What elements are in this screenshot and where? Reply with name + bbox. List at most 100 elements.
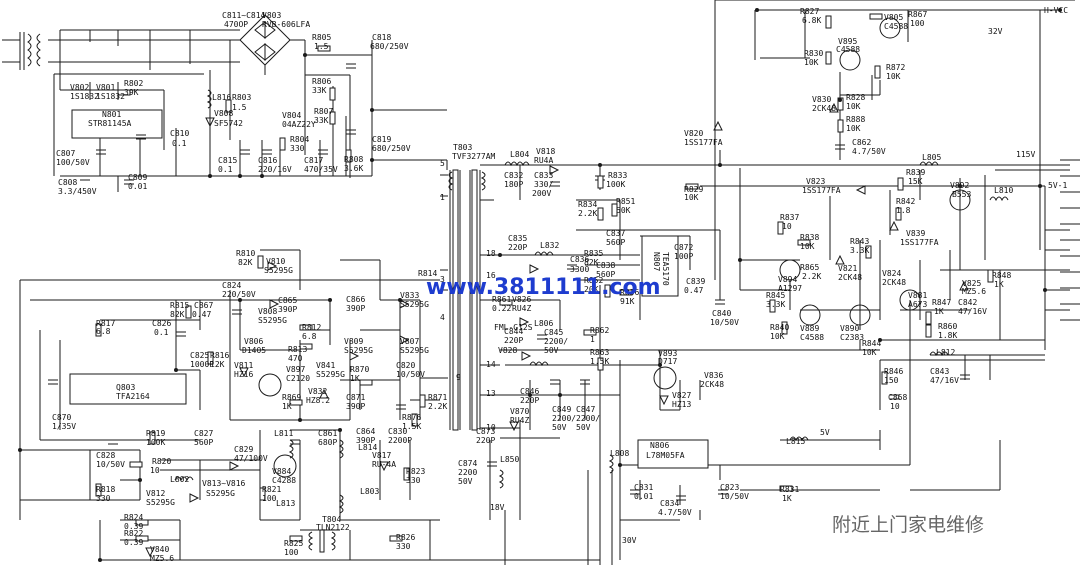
component-label-10-242: 10 [890,402,900,411]
component-label-3300-101: 3300 [570,265,589,274]
n807-part: TEA5170 [661,252,670,286]
component-label-ru-4a-271: RU-4A [372,460,396,469]
component-label-r840-136: R840 [770,323,789,332]
component-label-1k-129: 1K [994,280,1004,289]
t803-ref: T803 [453,143,472,152]
q803-ref: Q803 [116,383,135,392]
component-label-50v-260: 50V [458,477,473,486]
component-label-c833-72: C833 [534,171,553,180]
component-label-v807-186: V807 [400,337,419,346]
component-label-0-39-292: 0.39 [124,522,143,531]
q803-ic [69,373,187,405]
component-label-c807-29: C807 [56,149,75,158]
pin-18: 18 [486,249,496,258]
component-label-r829-77: R829 [684,185,703,194]
component-label-1s1832-11: 1S1832 [96,92,125,101]
component-label-b553-85: B553 [952,190,971,199]
t804-core [319,529,325,553]
component-label-r808-43: R808 [344,155,363,164]
component-label-12k-171: 12K [210,360,225,369]
component-label-r838-110: R838 [800,233,819,242]
pin-16: 16 [486,271,496,280]
component-label-r819-208: R819 [146,429,165,438]
n806-part: L78M05FA [646,451,685,460]
component-label-r851-89: R851 [616,197,635,206]
component-label-c838-106: C838 [596,261,615,270]
rail-115v: 115V [1016,150,1035,159]
component-label-470-183: 470 [288,354,303,363]
component-label-c835-97: C835 [508,234,527,243]
component-label-l813-286: L813 [276,499,295,508]
component-label-1-8-92: 1.8 [896,206,911,215]
component-label-r869-198: R869 [282,393,301,402]
component-label-390p-266: 390P [356,436,375,445]
component-label-c2120-191: C2120 [286,374,310,383]
component-label-470-35v-40: 470/35V [304,165,338,174]
component-label-r822-293: R822 [124,529,143,538]
component-label-390p-175: 390P [346,304,365,313]
component-label-l808-301: L808 [610,449,629,458]
component-label-c843-244: C843 [930,367,949,376]
component-label-390p-203: 390P [346,402,365,411]
component-label-0-01-304: 0.01 [634,492,653,501]
component-label-s5295g-290: S5295G [146,498,175,507]
component-label-560p-107: 560P [596,270,615,279]
component-label-2ck48-234: 2CK48 [700,380,724,389]
component-label-r839-82: R839 [906,168,925,177]
component-label-c824-156: C824 [222,281,241,290]
component-label-r824-291: R824 [124,513,143,522]
pin-1: 1 [440,193,445,202]
component-label-v825-130: V825 [962,279,981,288]
component-label-hz8-2-201: HZ8.2 [306,396,330,405]
component-label-r833-75: R833 [608,171,627,180]
pin-4: 4 [440,313,445,322]
component-label-c816-37: C816 [258,156,277,165]
component-label-560p-105: 560P [606,238,625,247]
component-label-1-5-5: 1.5 [314,42,329,51]
resistors [95,13,994,542]
rail-32v: 32V [988,27,1003,36]
component-label-330-300: 330 [396,542,411,551]
component-label-v881-142: V881 [908,291,927,300]
component-label-0-1-28: 0.1 [172,139,187,148]
component-label-v895-53: V895 [838,37,857,46]
component-label-l803-274: L803 [360,487,379,496]
component-label-v870-254: V870 [510,407,529,416]
component-label-r803-19: R803 [232,93,251,102]
component-label-4-7-50v-306: 4.7/50V [658,508,692,517]
component-label-l812-243: L812 [936,348,955,357]
component-label-v828-228: V828 [498,346,517,355]
component-label-r837-93: R837 [780,213,799,222]
component-label-l816-18: L816 [212,93,231,102]
rail-5v1: 5V-1 [1048,181,1067,190]
component-label-10-50v-135: 10/50V [710,318,739,327]
component-label-v802-8: V802 [70,83,89,92]
component-label-c849-248: C849 [552,405,571,414]
component-label-r802-12: R802 [124,79,143,88]
component-label-r810-152: R810 [236,249,255,258]
component-label-220p-257: 220P [476,436,495,445]
component-label-2200-252: 2200/ [576,414,600,423]
component-label-r865-122: R865 [800,263,819,272]
component-label-2-2k-123: 2.2K [802,272,821,281]
component-label-v811-188: V811 [234,361,253,370]
component-label-v823-80: V823 [806,177,825,186]
component-label-10k-151: 10K [862,348,877,357]
component-label-390p-159: 390P [278,305,297,314]
component-label-r860-148: R860 [938,322,957,331]
component-label-s5295g-193: S5295G [316,370,345,379]
component-label-1-5k-215: 1.5K [402,422,421,431]
pin-10: 10 [486,423,496,432]
component-label-rvb-606lfa-3: RVB-606LFA [262,20,310,29]
component-label-680p-264: 680P [318,438,337,447]
component-label-r872-55: R872 [886,63,905,72]
component-label-v827-237: V827 [672,391,691,400]
component-label-220p-247: 220P [520,396,539,405]
component-label-150-240: 150 [884,376,899,385]
component-label-c844-217: C844 [504,327,523,336]
component-label-1-35v-207: 1/35V [52,422,76,431]
component-label-330-26: 330 [290,144,305,153]
component-label-1ss177fa-66: 1SS177FA [684,138,723,147]
component-label-r823-272: R823 [406,467,425,476]
component-label-10k-56: 10K [886,72,901,81]
